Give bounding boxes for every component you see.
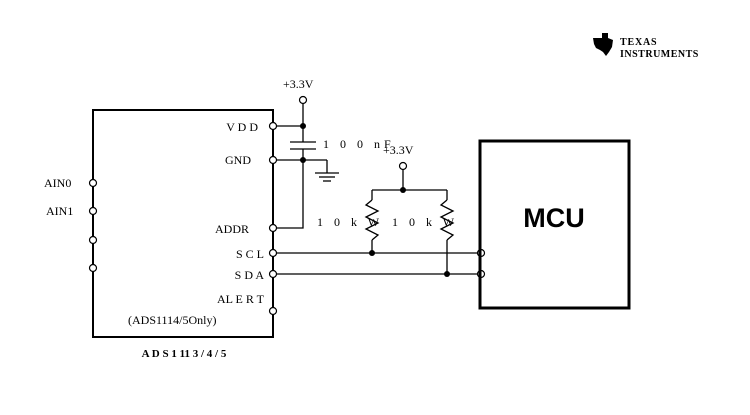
- mcu-box: [478, 139, 631, 310]
- mcu-block: MCU: [478, 139, 631, 310]
- supply-main-terminal: [298, 95, 308, 105]
- ground-net: [277, 157, 339, 182]
- resistor-scl-value: 1 0 k W: [317, 215, 383, 229]
- ain2-pin: [88, 235, 98, 245]
- sda-pin: [268, 269, 278, 279]
- left-pins: AIN0 AIN1: [44, 176, 98, 273]
- resistor-sda-value: 1 0 k W: [392, 215, 458, 229]
- ti-logo: Texas Instruments: [593, 33, 699, 60]
- mcu-label: MCU: [523, 203, 585, 233]
- gnd-label: GND: [225, 153, 251, 167]
- resistor-sda: 1 0 k W: [392, 190, 458, 274]
- chip-note: (ADS1114/5Only): [128, 313, 216, 327]
- adc-chip-body: [92, 109, 274, 338]
- scl-junction: [369, 250, 375, 256]
- vdd-pin: [268, 121, 278, 131]
- vdd-label: V D D: [226, 120, 258, 134]
- sda-junction: [444, 271, 450, 277]
- pullup-junction: [400, 187, 406, 193]
- supply-main-label: +3.3V: [283, 77, 314, 91]
- ground-symbol-icon: [315, 172, 339, 182]
- scl-label: S C L: [236, 247, 264, 261]
- vdd-junction: [300, 123, 306, 129]
- vdd-supply: +3.3V 1 0 0 nF: [277, 77, 395, 160]
- supply-pullup-label: +3.3V: [383, 143, 414, 157]
- addr-label: ADDR: [215, 222, 249, 236]
- addr-pin: [268, 223, 278, 233]
- scl-pin: [268, 248, 278, 258]
- resistor-scl-zigzag: [364, 199, 380, 241]
- capacitor-value: 1 0 0 nF: [323, 137, 395, 151]
- sda-label: S D A: [235, 268, 265, 282]
- chip-part-label: A D S 1 11 3 / 4 / 5: [142, 348, 227, 360]
- brand-line2: Instruments: [620, 49, 699, 60]
- resistor-sda-zigzag: [439, 199, 455, 241]
- brand-line1: Texas: [620, 37, 657, 48]
- i2c-bus: [277, 248, 486, 279]
- pullup-supply: +3.3V: [372, 143, 447, 193]
- ain1-pin: [88, 206, 98, 216]
- right-pin-labels: V D D GND ADDR S C L S D A AL E R T (ADS…: [128, 120, 265, 327]
- resistor-scl: 1 0 k W: [317, 190, 383, 253]
- supply-pullup-terminal: [398, 161, 408, 171]
- ain0-label: AIN0: [44, 176, 71, 190]
- addr-wire: [277, 160, 304, 229]
- ain1-label: AIN1: [46, 204, 73, 218]
- ain0-pin: [88, 178, 98, 188]
- right-pins: [268, 121, 278, 316]
- alert-label: AL E R T: [217, 292, 265, 306]
- gnd-pin: [268, 155, 278, 165]
- ain3-pin: [88, 263, 98, 273]
- alert-pin: [268, 306, 278, 316]
- ti-logo-mark: [593, 33, 613, 56]
